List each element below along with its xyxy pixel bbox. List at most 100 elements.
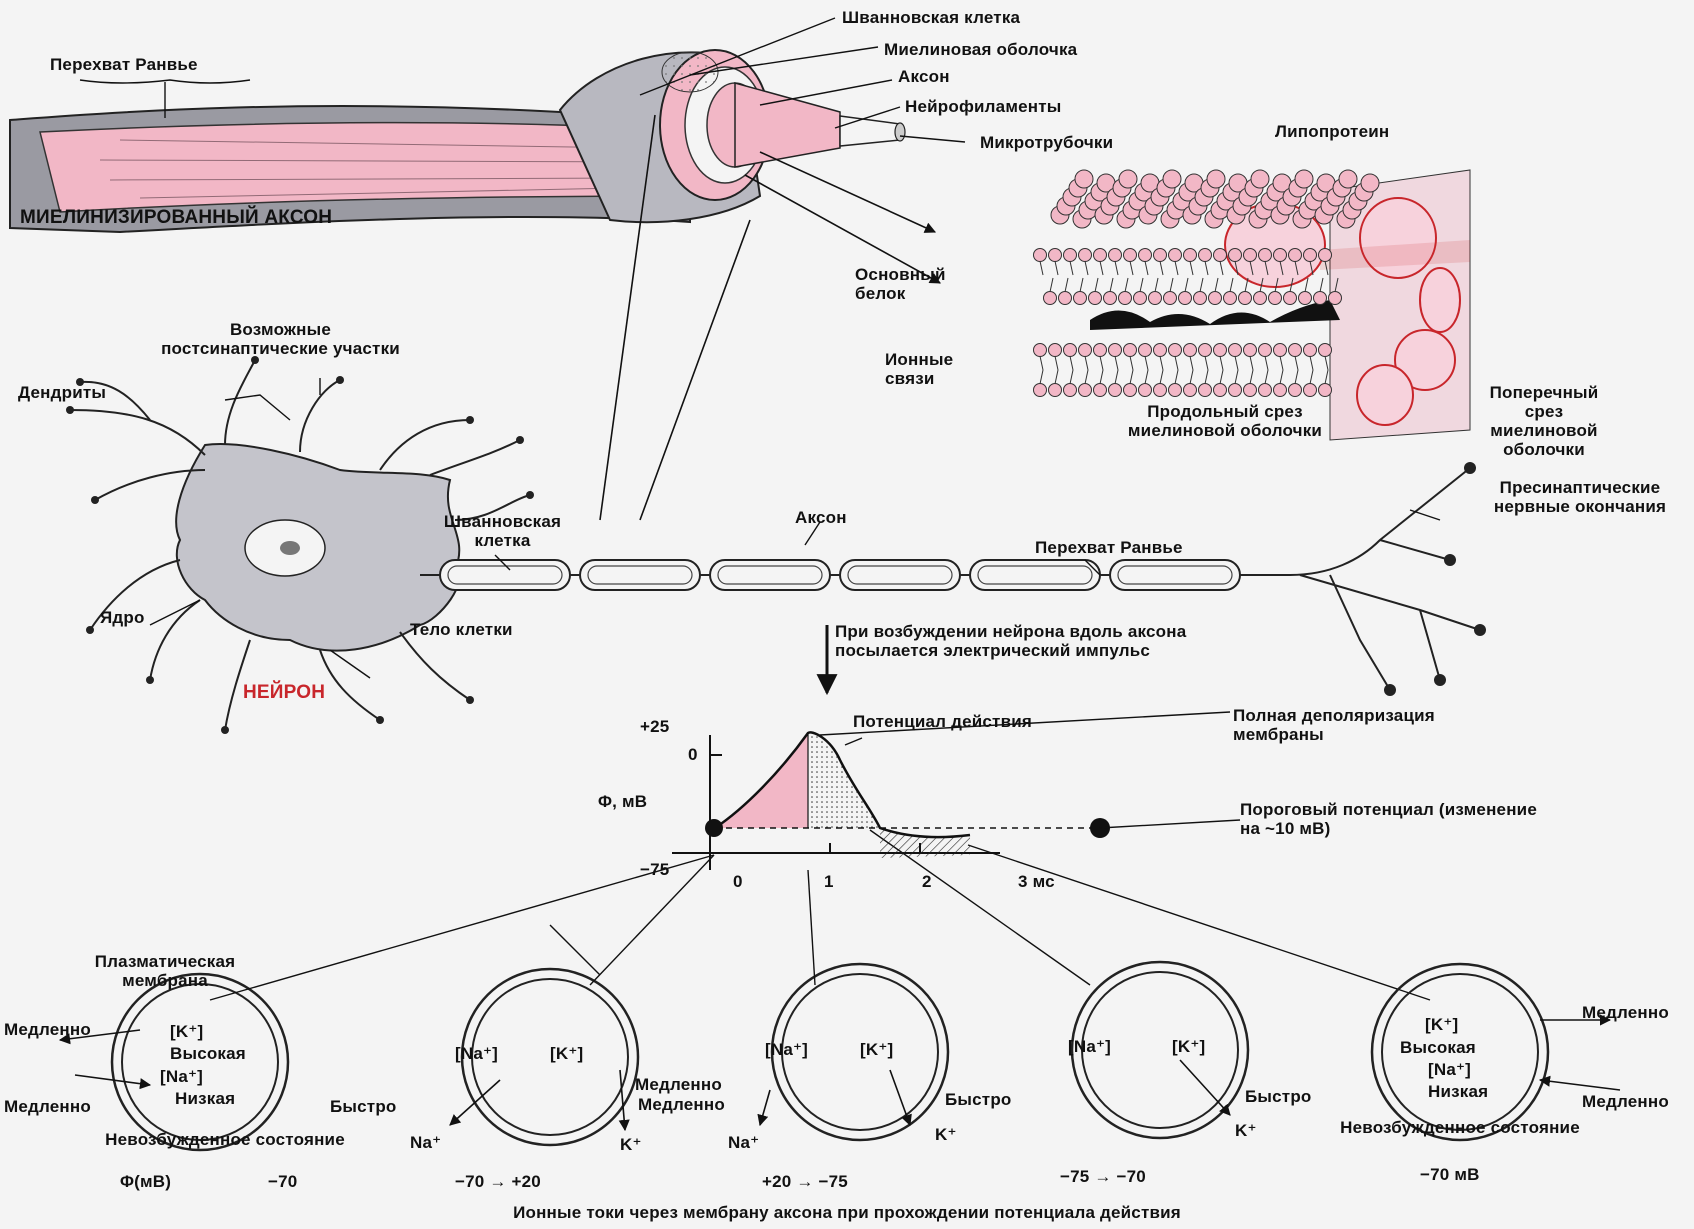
lipid-head — [1064, 344, 1077, 357]
stage2-fast: Быстро — [945, 1090, 1012, 1109]
stage4-value: −70 мВ — [1420, 1165, 1480, 1184]
lipoprotein-bead — [1295, 170, 1313, 188]
lipid-head — [1214, 384, 1227, 397]
lipid-head — [1214, 344, 1227, 357]
lipid-head — [1319, 384, 1332, 397]
stage4-slow-top: Медленно — [1582, 1003, 1669, 1022]
lipid-head — [1139, 249, 1152, 262]
lipid-head — [1049, 384, 1062, 397]
stage2-na: [Na⁺] — [765, 1040, 808, 1059]
stage4-state: Невозбужденное состояние — [1335, 1118, 1585, 1137]
lipid-head — [1304, 384, 1317, 397]
stage2-k: [K⁺] — [860, 1040, 893, 1059]
lipid-head — [1119, 292, 1132, 305]
myelin-segment — [1110, 560, 1240, 590]
graph-y-label: Φ, мВ — [598, 792, 647, 811]
lipid-head — [1094, 249, 1107, 262]
lipid-head — [1229, 249, 1242, 262]
x-tick-0: 0 — [733, 872, 743, 891]
lipoprotein-bead — [1163, 170, 1181, 188]
lipid-head — [1139, 344, 1152, 357]
lipid-head — [1289, 384, 1302, 397]
label-cell-body: Тело клетки — [410, 620, 513, 639]
stage1-slow: Медленно — [635, 1075, 722, 1094]
lipid-head — [1154, 344, 1167, 357]
dendrite-tip — [526, 491, 534, 499]
label-microtubules: Микротрубочки — [980, 133, 1113, 152]
label-myelin-sheath: Миелиновая оболочка — [884, 40, 1077, 59]
lipid-head — [1284, 292, 1297, 305]
lipid-head — [1304, 344, 1317, 357]
lipid-head — [1184, 249, 1197, 262]
terminal-bouton — [1474, 624, 1486, 636]
x-tick-1: 1 — [824, 872, 834, 891]
lipid-head — [1134, 292, 1147, 305]
label-postsynaptic-sites: Возможные постсинаптические участки — [148, 320, 413, 358]
x-tick-3: 3 мс — [1018, 872, 1055, 891]
stage0-high: Высокая — [170, 1044, 246, 1063]
myelin-segment — [840, 560, 960, 590]
ion-arrow — [1540, 1080, 1620, 1090]
label-basic-protein: Основный белок — [855, 265, 995, 303]
myelin-segment — [580, 560, 700, 590]
lipid-head — [1034, 344, 1047, 357]
lipoprotein-bead — [1361, 174, 1379, 192]
lipid-head — [1244, 344, 1257, 357]
lipid-head — [1124, 344, 1137, 357]
lipid-head — [1094, 384, 1107, 397]
y-tick-plus25: +25 — [640, 717, 669, 736]
lipoprotein-bead — [1339, 170, 1357, 188]
stage1-fast: Быстро — [330, 1097, 397, 1116]
figure-caption: Ионные токи через мембрану аксона при пр… — [0, 1203, 1694, 1222]
terminal-bouton — [1384, 684, 1396, 696]
myelinated-axon-drawing — [10, 50, 905, 232]
figure-title: МИЕЛИНИЗИРОВАННЫЙ АКСОН — [20, 208, 332, 227]
label-node-of-ranvier: Перехват Ранвье — [1035, 538, 1183, 557]
lipid-head — [1109, 344, 1122, 357]
stage3-value: −75 → −70 — [1060, 1167, 1146, 1186]
dendrite-tip — [466, 696, 474, 704]
lipid-head — [1164, 292, 1177, 305]
lipid-head — [1044, 292, 1057, 305]
lipid-head — [1254, 292, 1267, 305]
stage1-na: [Na⁺] — [455, 1044, 498, 1063]
y-tick-minus75: −75 — [640, 860, 669, 879]
label-cross-section: Поперечный срез миелиновой оболочки — [1488, 383, 1600, 459]
ion-stage-circles — [112, 962, 1548, 1150]
dendrite-tip — [221, 726, 229, 734]
label-impulse-note: При возбуждении нейрона вдоль аксона пос… — [835, 622, 1215, 660]
lipid-head — [1314, 292, 1327, 305]
lipid-head — [1094, 344, 1107, 357]
stage4-high: Высокая — [1400, 1038, 1476, 1057]
stage0-na: [Na⁺] — [160, 1067, 203, 1086]
lipid-head — [1169, 249, 1182, 262]
label-schwann-cell: Шванновская клетка — [842, 8, 1020, 27]
label-ionic-bonds: Ионные связи — [885, 350, 975, 388]
lipoprotein-bead — [1075, 170, 1093, 188]
lipid-head — [1064, 384, 1077, 397]
stage0-k: [K⁺] — [170, 1022, 203, 1041]
lipid-head — [1074, 292, 1087, 305]
stage2-na-sym: Na⁺ — [728, 1133, 759, 1152]
action-potential-graph — [672, 732, 1110, 870]
lipid-head — [1259, 249, 1272, 262]
stage0-value: −70 — [268, 1172, 297, 1191]
lipid-head — [1169, 384, 1182, 397]
dendrite-tip — [91, 496, 99, 504]
stage3-k: [K⁺] — [1172, 1037, 1205, 1056]
lipid-head — [1049, 249, 1062, 262]
lipid-head — [1034, 384, 1047, 397]
lipid-head — [1274, 384, 1287, 397]
stage0-low: Низкая — [175, 1089, 235, 1108]
axon-arrow-to-membrane — [745, 152, 940, 283]
lipid-head — [1244, 249, 1257, 262]
lipid-head — [1109, 384, 1122, 397]
lipid-head — [1224, 292, 1237, 305]
dendrite-tip — [86, 626, 94, 634]
lipid-head — [1194, 292, 1207, 305]
stage1-na-sym: Na⁺ — [410, 1133, 441, 1152]
lipid-head — [1289, 249, 1302, 262]
lipid-head — [1184, 384, 1197, 397]
lipid-head — [1289, 344, 1302, 357]
stage1-value: −70 → +20 — [455, 1172, 541, 1191]
